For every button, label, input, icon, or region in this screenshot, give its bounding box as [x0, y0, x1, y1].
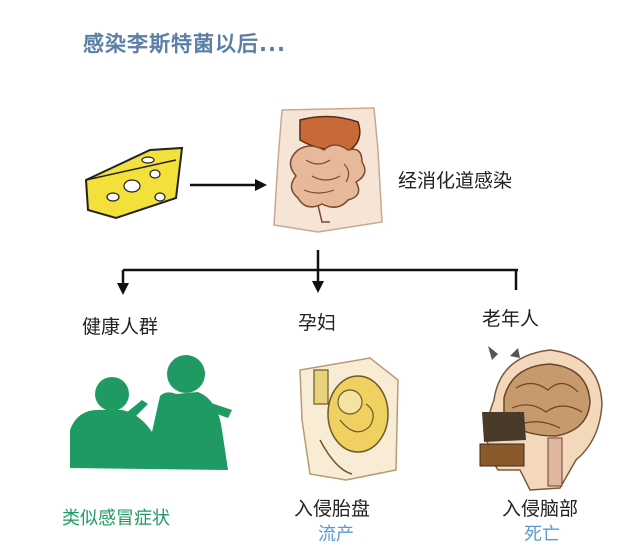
result-healthy: 类似感冒症状 — [62, 508, 170, 529]
step-digestive-infection: 经消化道感染 — [398, 170, 513, 192]
group-label-healthy: 健康人群 — [82, 316, 159, 338]
pregnant-woman-illustration — [299, 357, 399, 481]
healthy-people-silhouette — [70, 355, 232, 470]
branch-connector — [123, 250, 518, 290]
result-pregnant: 入侵胎盘 — [294, 498, 371, 520]
digestive-tract-illustration — [273, 107, 383, 233]
outcome-pregnant: 流产 — [318, 524, 354, 545]
outcome-elderly: 死亡 — [524, 524, 560, 545]
group-label-elderly: 老年人 — [482, 308, 540, 330]
result-elderly: 入侵脑部 — [502, 498, 579, 520]
diagram-title: 感染李斯特菌以后... — [83, 32, 286, 56]
group-label-pregnant: 孕妇 — [298, 312, 337, 334]
cheese-illustration — [84, 146, 184, 220]
brain-illustration — [479, 346, 603, 491]
